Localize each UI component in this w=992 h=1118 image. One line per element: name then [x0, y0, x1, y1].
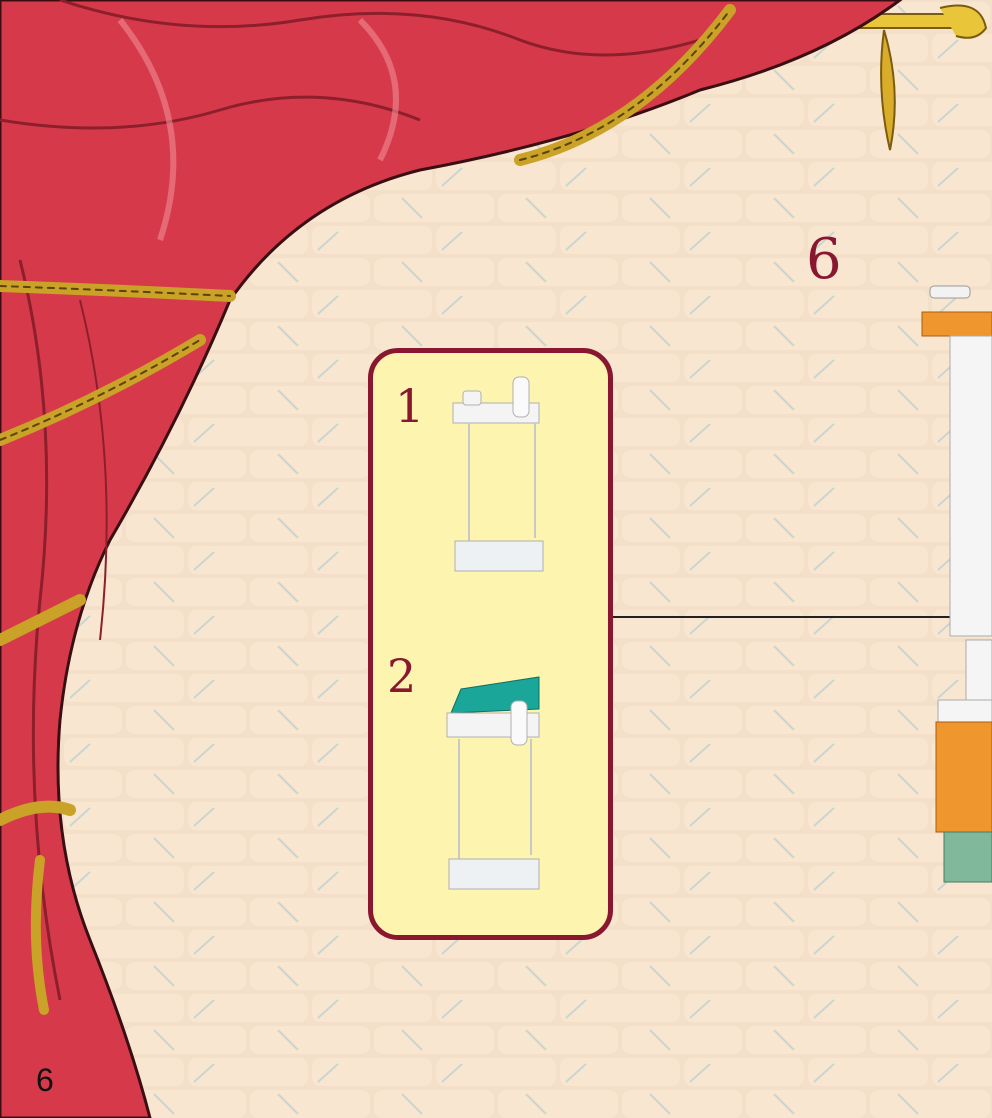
substep-2-label: 2 [387, 653, 416, 699]
substep-callout-box: 1 2 [368, 348, 613, 940]
substep-1-door-frame-icon [443, 373, 553, 583]
substep-2-teal-slope-icon [439, 669, 549, 899]
step-number: 6 [806, 232, 842, 288]
substep-1-label: 1 [395, 383, 424, 429]
page-number: 6 [36, 1064, 54, 1096]
